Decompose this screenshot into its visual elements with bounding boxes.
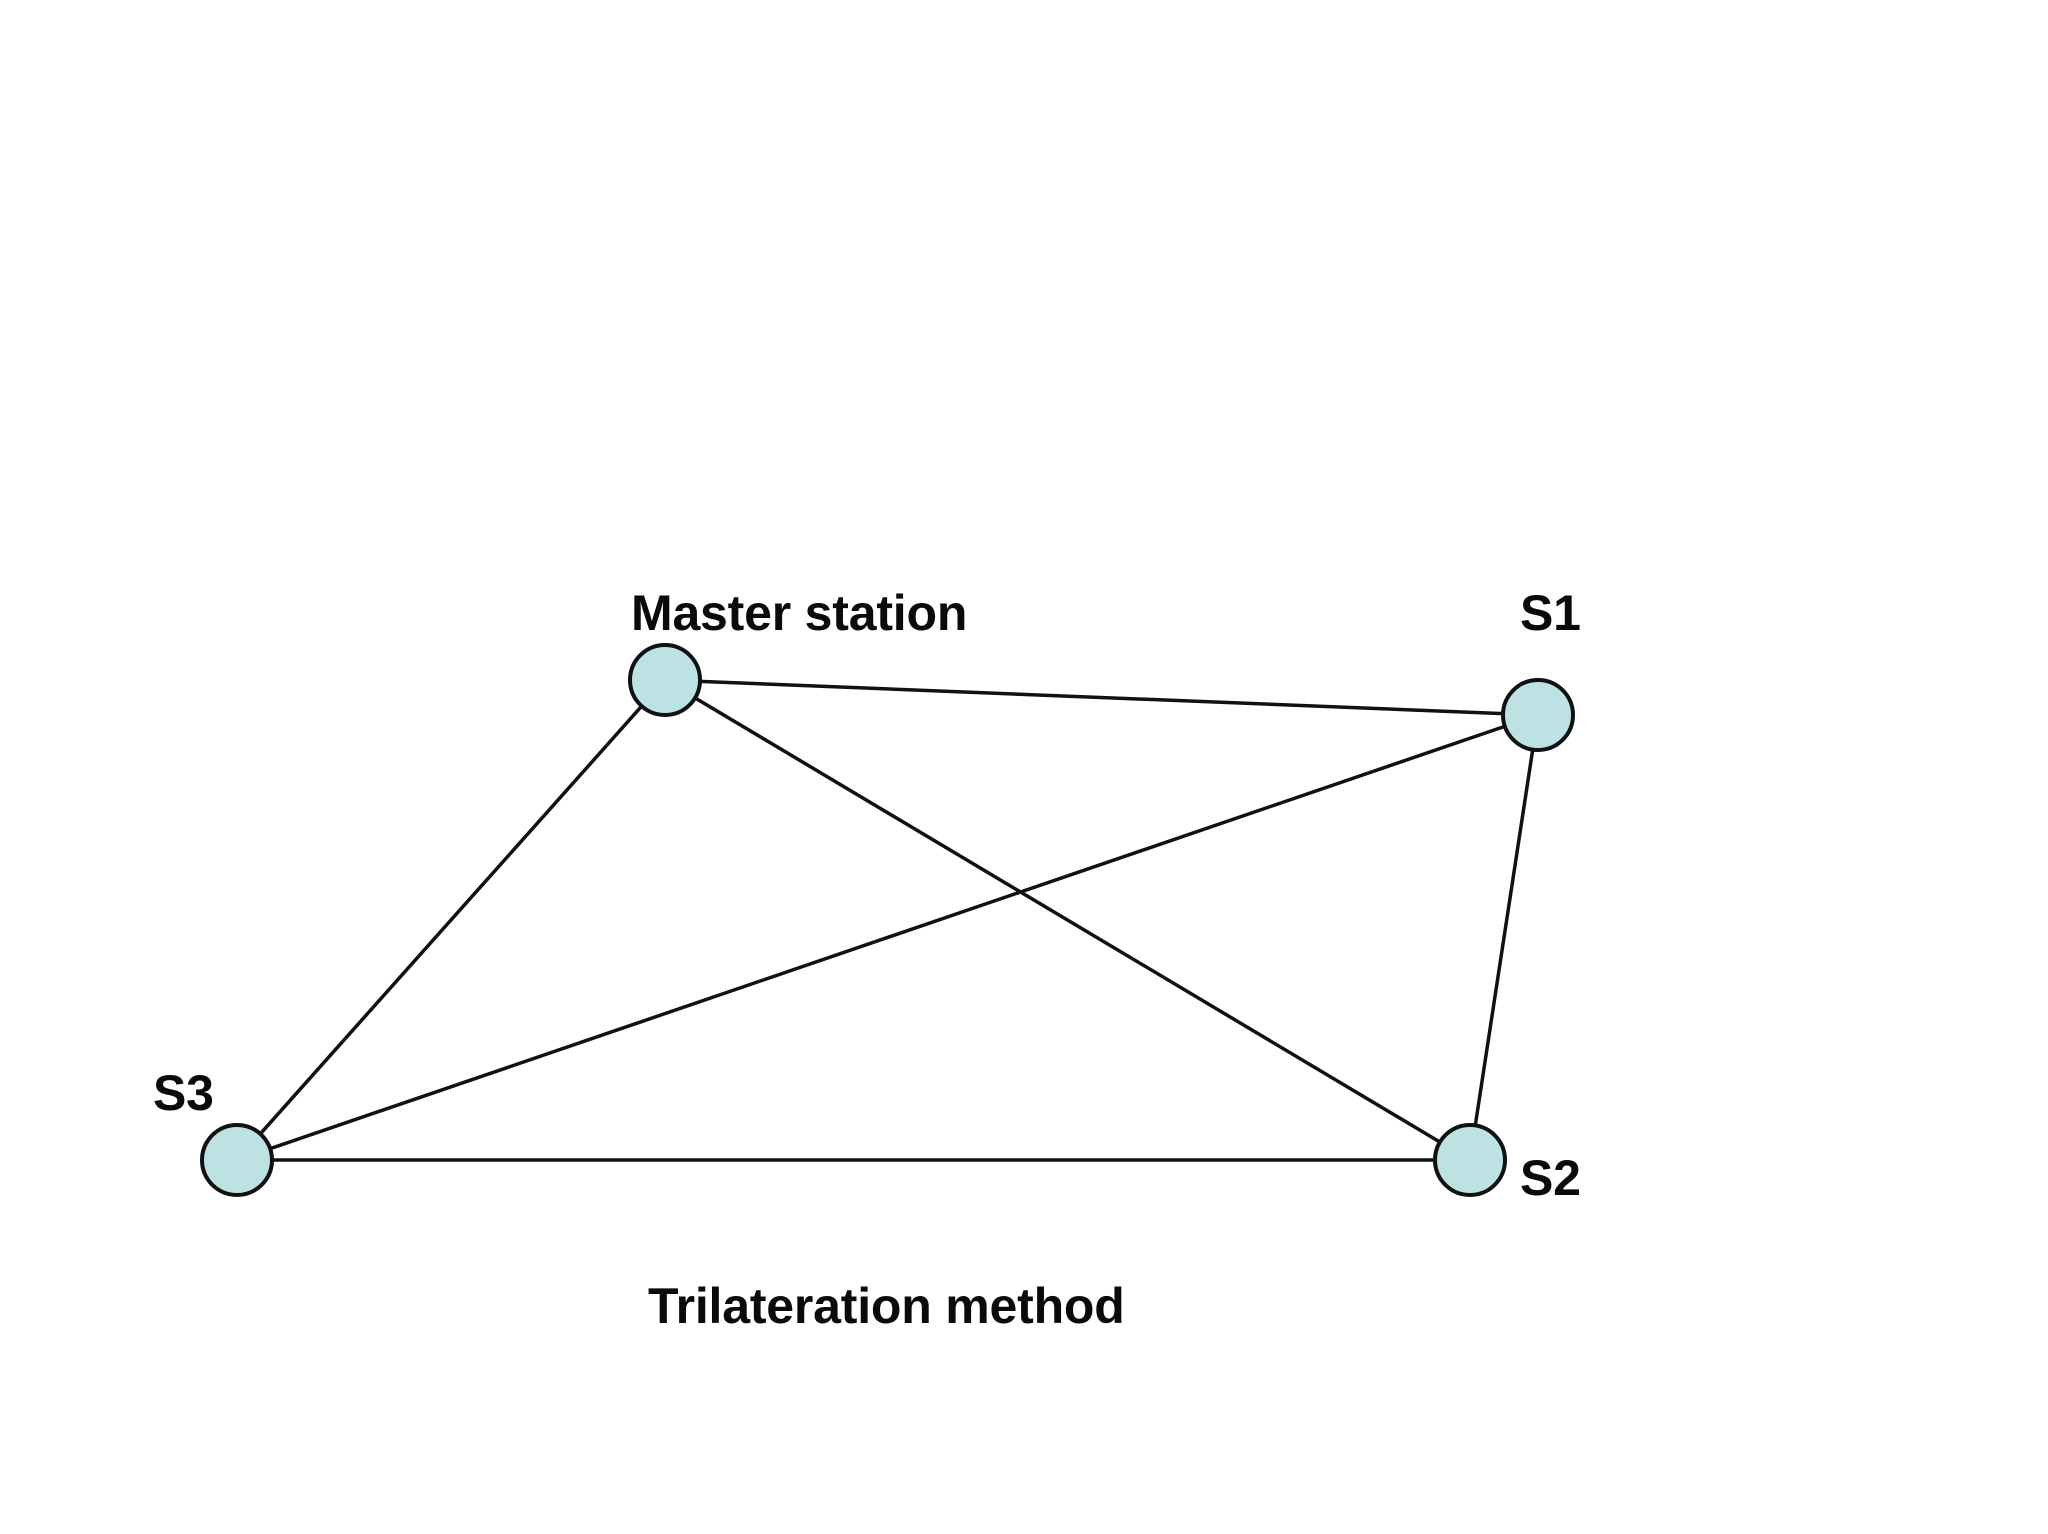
node-label-s2: S2 xyxy=(1520,1150,1581,1206)
node-label-s1: S1 xyxy=(1520,585,1581,641)
node-label-s3: S3 xyxy=(153,1065,214,1121)
edge-s3-s1 xyxy=(235,713,1540,1162)
nodes-group xyxy=(200,643,1575,1197)
figure-caption: Trilateration method xyxy=(648,1278,1125,1334)
edge-s1-s2 xyxy=(1468,713,1540,1162)
node-s2[interactable] xyxy=(1433,1123,1507,1197)
node-master[interactable] xyxy=(628,643,702,717)
edge-master-s3 xyxy=(235,678,667,1162)
node-s3[interactable] xyxy=(200,1123,274,1197)
node-label-master-station: Master station xyxy=(631,585,968,641)
edge-master-s1 xyxy=(663,678,1540,717)
edge-master-s2 xyxy=(663,678,1472,1162)
node-s1[interactable] xyxy=(1501,678,1575,752)
edges-group xyxy=(235,678,1540,1162)
